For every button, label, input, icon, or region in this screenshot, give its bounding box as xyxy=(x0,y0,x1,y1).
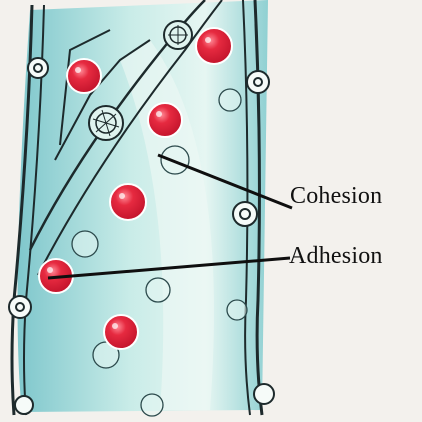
pit-ring-middle xyxy=(89,106,123,140)
cohesion-label: Cohesion xyxy=(290,183,382,210)
adhesion-label: Adhesion xyxy=(289,243,383,270)
pit-ring-top xyxy=(164,21,192,49)
